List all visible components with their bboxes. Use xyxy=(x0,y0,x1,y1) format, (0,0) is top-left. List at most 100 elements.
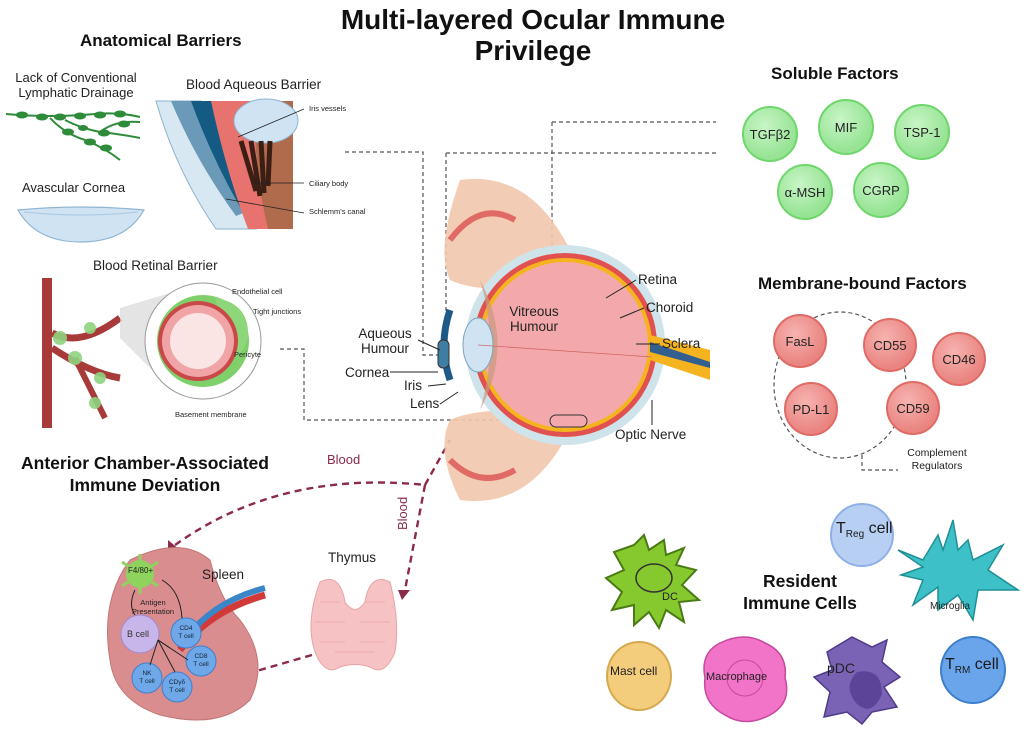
thymus-label: Thymus xyxy=(328,550,377,565)
nk-line1: NK xyxy=(142,670,152,677)
cornea-label: Cornea xyxy=(345,365,390,380)
nk-line2: T cell xyxy=(139,678,155,685)
acaid-heading-line2: Immune Deviation xyxy=(69,475,221,495)
soluble-factor-amsh: α-MSH xyxy=(777,164,833,220)
blood-aqueous-illustration xyxy=(155,98,305,230)
blood-aqueous-heading: Blood Aqueous Barrier xyxy=(186,77,322,92)
gd-line2: T cell xyxy=(169,687,185,694)
membrane-factor-fasl: FasL xyxy=(773,314,827,368)
vitreous-line1: Vitreous xyxy=(509,304,559,319)
mast-cell-icon xyxy=(606,641,672,711)
antigen-line2: Presentation xyxy=(131,607,175,616)
cd4-line1: CD4 xyxy=(179,625,193,632)
soluble-factor-tsp1: TSP-1 xyxy=(894,104,950,160)
lymphatic-vessels-illustration xyxy=(5,110,141,161)
membrane-factors-heading: Membrane-bound Factors xyxy=(758,274,967,293)
antigen-presentation-label: Antigen Presentation xyxy=(130,598,176,616)
pericyte-label: Pericyte xyxy=(234,350,262,359)
page-title: Multi-layered Ocular Immune Privilege xyxy=(340,4,726,66)
antigen-line1: Antigen xyxy=(140,598,166,607)
spleen-illustration xyxy=(107,547,266,721)
membrane-factor-pdl1: PD-L1 xyxy=(784,382,838,436)
blood-retinal-heading: Blood Retinal Barrier xyxy=(93,258,218,273)
tight-junctions-label: Tight junctions xyxy=(253,307,302,316)
acaid-heading-line1: Anterior Chamber-Associated xyxy=(21,453,269,473)
ciliary-body-label: Ciliary body xyxy=(309,179,349,188)
schlemms-canal-label: Schlemm's canal xyxy=(309,207,366,216)
complement-line1: Complement xyxy=(907,447,967,459)
membrane-factor-cd46: CD46 xyxy=(932,332,986,386)
lymphatic-drainage-label: Lack of Conventional Lymphatic Drainage xyxy=(2,70,150,100)
treg-cell-label: TReg cell xyxy=(836,520,893,540)
basement-membrane-label: Basement membrane xyxy=(175,410,247,419)
dc-label: DC xyxy=(662,591,678,603)
b-cell-label: B cell xyxy=(127,629,150,639)
complement-regulators-label: Complement Regulators xyxy=(897,447,977,473)
membrane-factor-cd59: CD59 xyxy=(886,381,940,435)
endothelial-cell-label: Endothelial cell xyxy=(232,287,283,296)
resident-cells-heading: Resident Immune Cells xyxy=(735,570,865,614)
lymphatic-line2: Lymphatic Drainage xyxy=(18,85,134,100)
treg-t: T xyxy=(836,520,846,537)
retina-label: Retina xyxy=(638,272,678,287)
macrophage-cell-icon xyxy=(703,636,788,723)
spleen-label: Spleen xyxy=(202,567,245,582)
microglia-label: Microglia xyxy=(930,601,971,612)
cd4-line2: T cell xyxy=(178,633,194,640)
lens-label: Lens xyxy=(410,396,440,411)
soluble-factor-tgfb2: TGFβ2 xyxy=(742,106,798,162)
sclera-label: Sclera xyxy=(662,336,701,351)
thymus-illustration xyxy=(310,579,398,671)
treg-cell-icon xyxy=(830,503,894,567)
iris-label: Iris xyxy=(404,378,422,393)
avascular-cornea-label: Avascular Cornea xyxy=(22,180,126,195)
trm-sub: RM xyxy=(954,665,971,677)
microglia-cell-icon xyxy=(897,519,1021,623)
pdc-label: pDC xyxy=(827,660,856,676)
membrane-factor-cd55: CD55 xyxy=(863,318,917,372)
soluble-factor-mif: MIF xyxy=(818,99,874,155)
soluble-factor-cgrp: CGRP xyxy=(853,162,909,218)
vitreous-line2: Humour xyxy=(509,319,558,334)
macrophage-f480-label: F4/80+ xyxy=(128,566,154,575)
macrophage-label: Macrophage xyxy=(706,671,768,683)
pdc-cell-icon xyxy=(812,636,902,726)
blood-retinal-illustration xyxy=(42,278,262,428)
aqueous-line1: Aqueous xyxy=(358,326,412,341)
optic-nerve-label: Optic Nerve xyxy=(615,427,687,442)
dc-cell-icon xyxy=(604,533,702,631)
resident-heading-line1: Resident xyxy=(763,571,837,591)
soluble-factors-heading: Soluble Factors xyxy=(771,64,899,83)
trm-t: T xyxy=(945,656,955,673)
blood-arrowhead-thymus xyxy=(398,590,410,600)
trm-cell-icon xyxy=(940,636,1006,704)
cd8-line2: T cell xyxy=(193,661,209,668)
cd8-line1: CD8 xyxy=(194,653,208,660)
choroid-label: Choroid xyxy=(646,300,694,315)
anatomical-barriers-heading: Anatomical Barriers xyxy=(80,31,242,50)
resident-heading-line2: Immune Cells xyxy=(743,593,857,613)
eye-cross-section-illustration xyxy=(437,178,710,502)
complement-line2: Regulators xyxy=(911,460,963,472)
acaid-heading: Anterior Chamber-Associated Immune Devia… xyxy=(0,452,290,496)
aqueous-line2: Humour xyxy=(360,341,409,356)
blood-label-vertical: Blood xyxy=(395,496,410,530)
iris-vessels-label: Iris vessels xyxy=(309,104,347,113)
gd-line1: CDγδ xyxy=(168,679,186,686)
vitreous-humour-label: Vitreous Humour xyxy=(499,304,569,334)
blood-label-top: Blood xyxy=(327,452,361,467)
trm-cell-word: cell xyxy=(970,656,999,673)
cornea-illustration xyxy=(17,206,145,243)
aqueous-humour-label: Aqueous Humour xyxy=(350,326,420,356)
mast-cell-label: Mast cell xyxy=(610,664,658,678)
lymphatic-line1: Lack of Conventional xyxy=(15,70,137,85)
treg-sub: Reg xyxy=(845,529,865,541)
trm-cell-label: TRM cell xyxy=(945,656,999,676)
treg-cell-word: cell xyxy=(864,520,893,537)
